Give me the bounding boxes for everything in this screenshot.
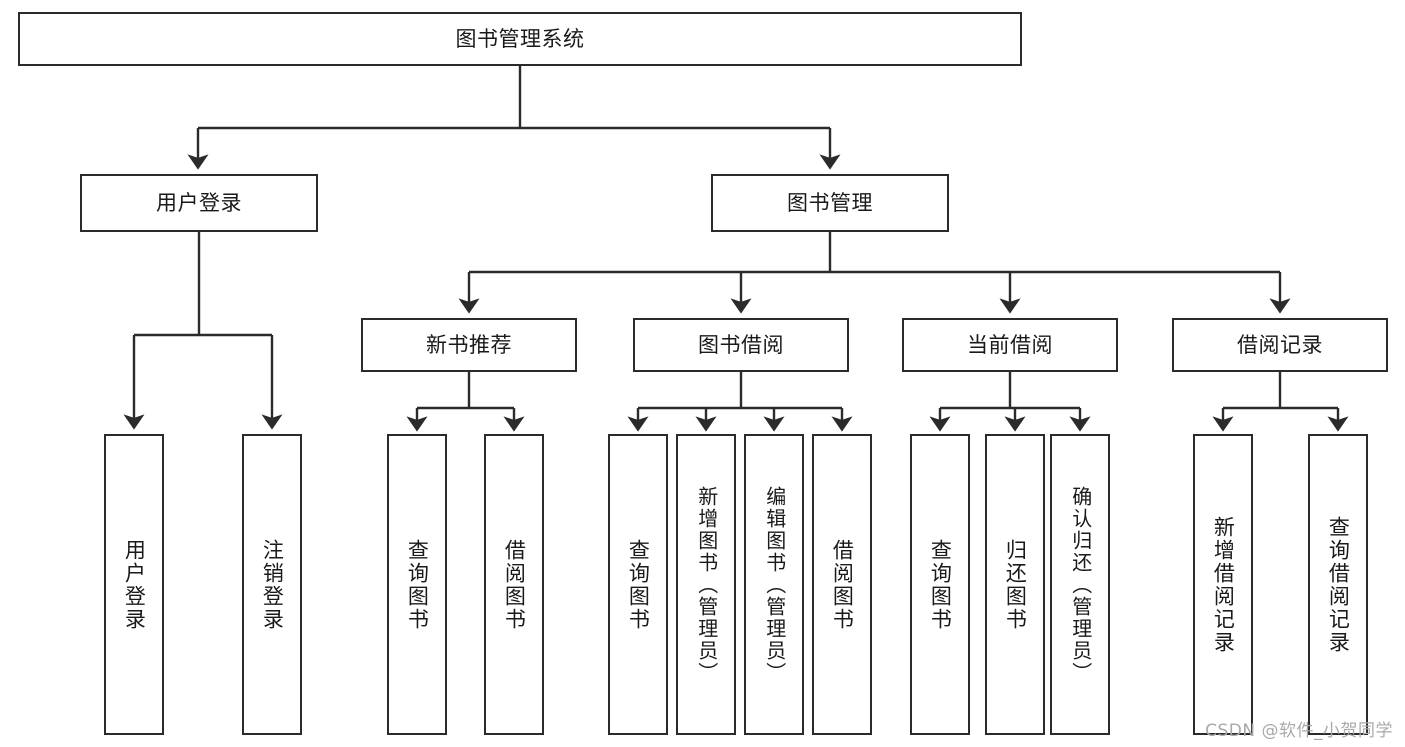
node-leaf-edit-book-label: 编辑图书（管理员） <box>762 485 787 684</box>
edges-newbook-to-leaves <box>406 372 525 432</box>
node-user-login-label: 用户登录 <box>156 190 242 215</box>
node-leaf-borrow-book-recommend[interactable]: 借阅图书 <box>484 434 544 735</box>
node-leaf-add-book-label: 新增图书（管理员） <box>694 485 719 684</box>
node-current-borrow-label: 当前借阅 <box>967 332 1053 357</box>
node-leaf-borrow-book-recommend-label: 借阅图书 <box>502 538 527 631</box>
node-book-manage[interactable]: 图书管理 <box>711 174 949 232</box>
edges-borrowrecord-to-leaves <box>1212 372 1349 432</box>
node-borrow-record[interactable]: 借阅记录 <box>1172 318 1388 372</box>
node-user-login[interactable]: 用户登录 <box>80 174 318 232</box>
node-leaf-logout-label: 注销登录 <box>260 538 285 631</box>
node-leaf-return-book-label: 归还图书 <box>1003 538 1028 631</box>
node-leaf-confirm-return-label: 确认归还（管理员） <box>1068 485 1093 684</box>
node-leaf-logout[interactable]: 注销登录 <box>242 434 302 735</box>
node-book-manage-label: 图书管理 <box>787 190 873 215</box>
node-leaf-confirm-return[interactable]: 确认归还（管理员） <box>1050 434 1110 735</box>
node-new-book-recommend-label: 新书推荐 <box>426 332 512 357</box>
node-borrow-record-label: 借阅记录 <box>1237 332 1323 357</box>
node-root-label: 图书管理系统 <box>455 26 585 51</box>
node-book-borrow[interactable]: 图书借阅 <box>633 318 849 372</box>
node-leaf-borrow-book[interactable]: 借阅图书 <box>812 434 872 735</box>
node-leaf-user-login-label: 用户登录 <box>122 538 147 631</box>
node-leaf-query-borrow-record[interactable]: 查询借阅记录 <box>1308 434 1368 735</box>
node-leaf-query-book-borrow[interactable]: 查询图书 <box>608 434 668 735</box>
watermark-text: CSDN @软件_小贺同学 <box>1205 721 1393 741</box>
node-leaf-add-borrow-record-label: 新增借阅记录 <box>1211 515 1236 654</box>
node-leaf-query-borrow-record-label: 查询借阅记录 <box>1326 515 1351 654</box>
edges-userlogin-to-leaves <box>123 232 283 430</box>
node-leaf-borrow-book-label: 借阅图书 <box>830 538 855 631</box>
node-leaf-query-book-borrow-label: 查询图书 <box>626 538 651 631</box>
node-leaf-query-book-current[interactable]: 查询图书 <box>910 434 970 735</box>
node-current-borrow[interactable]: 当前借阅 <box>902 318 1118 372</box>
node-leaf-add-borrow-record[interactable]: 新增借阅记录 <box>1193 434 1253 735</box>
node-leaf-query-book-recommend[interactable]: 查询图书 <box>387 434 447 735</box>
node-leaf-query-book-recommend-label: 查询图书 <box>405 538 430 631</box>
node-leaf-edit-book[interactable]: 编辑图书（管理员） <box>744 434 804 735</box>
node-new-book-recommend[interactable]: 新书推荐 <box>361 318 577 372</box>
node-leaf-add-book[interactable]: 新增图书（管理员） <box>676 434 736 735</box>
node-root-system[interactable]: 图书管理系统 <box>18 12 1022 66</box>
node-leaf-query-book-current-label: 查询图书 <box>928 538 953 631</box>
edges-currentborrow-to-leaves <box>929 372 1091 432</box>
node-leaf-return-book[interactable]: 归还图书 <box>985 434 1045 735</box>
edges-bookmanage-to-level3 <box>458 232 1291 314</box>
edges-bookborrow-to-leaves <box>627 372 853 432</box>
edges-root-to-level2 <box>187 66 841 170</box>
node-leaf-user-login[interactable]: 用户登录 <box>104 434 164 735</box>
node-book-borrow-label: 图书借阅 <box>698 332 784 357</box>
